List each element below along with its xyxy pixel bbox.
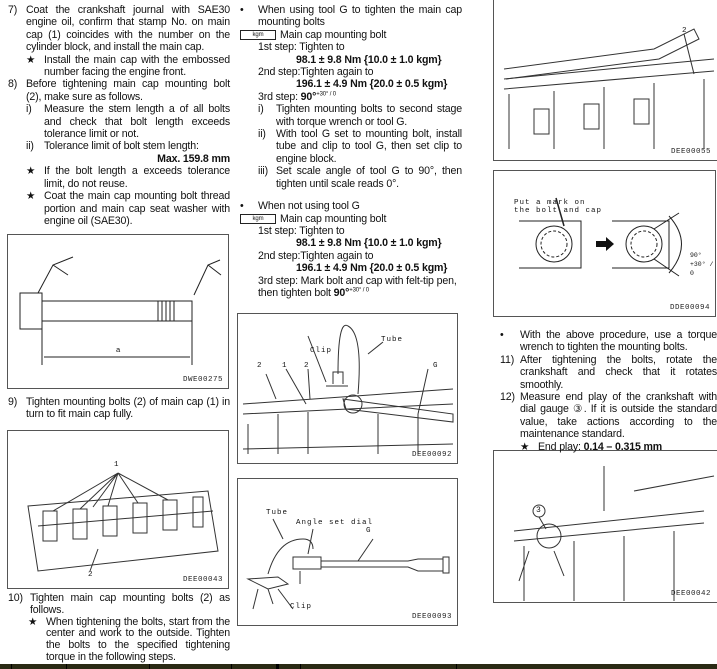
bolt-drawing (19, 256, 222, 365)
step-8-i: i)Measure the stem length a of all bolts… (26, 103, 230, 141)
step3: 3rd step: Mark bolt and cap with felt-ti… (258, 274, 457, 299)
figure-code: DEE00055 (670, 148, 711, 156)
engine-block-drawing (27, 472, 219, 572)
label-g: G (433, 362, 439, 370)
callout-1: 1 (114, 461, 120, 469)
step-8-ii: ii)Tolerance limit of bolt stem length: (26, 140, 199, 153)
figure-code: DEE00042 (670, 590, 711, 598)
callout-2: 2 (682, 27, 688, 35)
dimension-label-a: a (116, 345, 122, 354)
block-drawing (503, 28, 715, 149)
label-2b: 2 (304, 362, 310, 370)
figure-bolt-length: a DWE00275 (7, 234, 229, 389)
mark-instruction: Put a mark on the bolt and cap (514, 199, 603, 215)
step1-value: 98.1 ± 9.8 Nm {10.0 ± 1.0 kgm} (296, 237, 442, 250)
figure-code: DDE00094 (669, 304, 710, 312)
label-g: G (366, 527, 372, 535)
step1-label: 1st step: Tighten to (258, 224, 345, 237)
step2-value: 196.1 ± 4.9 Nm {20.0 ± 0.5 kgm} (296, 262, 448, 275)
column-1: 7)Coat the crankshaft journal with SAE30… (8, 4, 230, 227)
column-3-text: •With the above procedure, use a torque … (500, 329, 717, 453)
figure-code: DEE00043 (182, 576, 223, 584)
label-2a: 2 (257, 362, 263, 370)
torque-wrench-icon: kgm (240, 30, 276, 41)
step1-value: 98.1 ± 9.8 Nm {10.0 ± 1.0 kgm} (296, 53, 442, 66)
step2-label: 2nd step:Tighten again to (258, 249, 374, 262)
label-clip: Clip (290, 603, 313, 611)
figure-code: DWE00275 (182, 376, 223, 384)
callout-2: 2 (88, 571, 94, 579)
step-12: 12)Measure end play of the crankshaft wi… (500, 391, 717, 441)
figure-dial-gauge: 3 DEE00042 (493, 450, 717, 603)
figure-angle-mark: Put a mark on the bolt and cap 90° +30° … (493, 170, 716, 317)
tolerance-value: Max. 159.8 mm (157, 152, 230, 165)
label-clip: Clip (310, 347, 333, 355)
figure-code: DEE00092 (411, 451, 452, 459)
note-8a: If the bolt length a exceeds tolerance l… (8, 165, 230, 190)
column-2: •When using tool G to tighten the main c… (240, 4, 462, 299)
step-8: 8)Before tightening main cap mounting bo… (8, 78, 230, 103)
step-10: 10)Tighten main cap mounting bolts (2) a… (8, 592, 230, 664)
figure-tool-g: Tube Angle set dial G Clip DEE00093 (237, 478, 458, 626)
label-tube: Tube (266, 509, 289, 517)
figure-main-cap-bolts: 1 2 DEE00043 (7, 430, 229, 589)
engine-tool-drawing (242, 324, 454, 454)
step-11: 11)After tightening the bolts, rotate th… (500, 353, 717, 391)
end-play-spec: End play: 0.14 – 0.315 mm (500, 441, 717, 454)
bullet-with-tool-g: •When using tool G to tighten the main c… (240, 4, 462, 29)
sub-iii: iii)Set scale angle of tool G to 90°, th… (258, 165, 462, 190)
sub-i: i)Tighten mounting bolts to second stage… (258, 103, 462, 128)
bullet-without-tool-g: •When not using tool G (240, 200, 360, 213)
step3: 3rd step: 90°+30° / 0 (258, 90, 336, 103)
label-1: 1 (282, 362, 288, 370)
step-7: 7)Coat the crankshaft journal with SAE30… (8, 4, 230, 54)
figure-tool-g-on-engine: Clip Tube G 2 1 2 DEE00092 (237, 313, 458, 464)
step-9: 9)Tighten mounting bolts (2) of main cap… (8, 396, 230, 421)
angle-mark-drawing (519, 197, 682, 277)
torque-wrench-icon: kgm (240, 213, 276, 224)
callout-3: 3 (536, 506, 542, 515)
angle-label: 90° +30° / 0 (690, 252, 714, 277)
figure-block-bolts: 2 DEE00055 (493, 0, 717, 161)
label-angle-set-dial: Angle set dial (296, 519, 374, 527)
sub-ii: ii)With tool G set to mounting bolt, ins… (258, 128, 462, 165)
step2-value: 196.1 ± 4.9 Nm {20.0 ± 0.5 kgm} (296, 78, 448, 91)
figure-code: DEE00093 (411, 613, 452, 621)
note-8b: Coat the main cap mounting bolt thread p… (8, 190, 230, 227)
label-tube: Tube (381, 336, 404, 344)
step1-label: 1st step: Tighten to (258, 41, 345, 54)
note-10: When tightening the bolts, start from th… (8, 616, 230, 664)
step2-label: 2nd step:Tighten again to (258, 66, 374, 79)
dial-gauge-drawing (513, 466, 715, 601)
tool-g-drawing (246, 518, 450, 610)
note-7: Install the main cap with the embossed n… (8, 54, 230, 79)
bottom-bar (0, 664, 717, 669)
bullet-torque: •With the above procedure, use a torque … (500, 329, 717, 354)
